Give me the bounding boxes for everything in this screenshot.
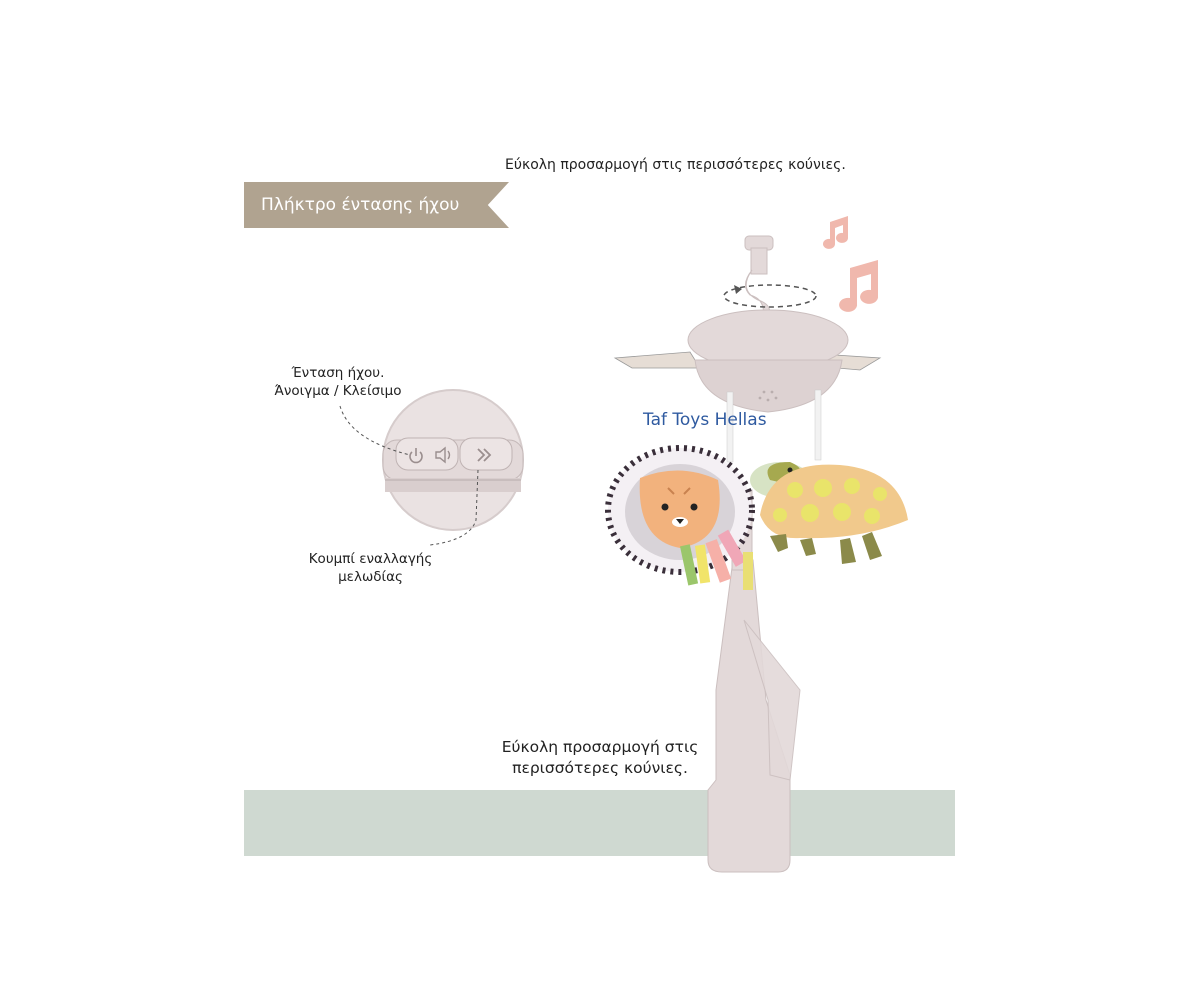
watermark: Taf Toys Hellas	[643, 410, 767, 430]
melody-label-line1: Κουμπί εναλλαγής	[308, 551, 433, 567]
music-note-icon	[823, 216, 879, 312]
volume-label-line1: Ένταση ήχου.	[291, 365, 385, 381]
power-icon	[409, 448, 423, 464]
speaker-icon	[435, 446, 451, 464]
volume-button-banner: Πλήκτρο έντασης ήχου	[244, 182, 509, 228]
turtle-toy	[750, 462, 908, 564]
melody-label-line2: μελωδίας	[338, 569, 403, 585]
melody-label: Κουμπί εναλλαγής μελωδίας	[298, 550, 443, 586]
volume-label-line2: Άνοιγμα / Κλείσιμο	[274, 383, 402, 399]
top-caption: Εύκολη προσαρμογή στις περισσότερες κούν…	[505, 157, 846, 173]
rotation-arrow	[723, 284, 817, 308]
mobile-body	[613, 309, 882, 463]
fast-forward-icon	[477, 448, 492, 462]
melody-leader-line	[429, 469, 479, 546]
bottom-caption-line1: Εύκολη προσαρμογή στις	[501, 738, 699, 756]
volume-label: Ένταση ήχου. Άνοιγμα / Κλείσιμο	[255, 364, 421, 400]
control-panel-closeup	[339, 389, 524, 546]
crib-rail	[244, 790, 955, 856]
volume-leader-line	[339, 405, 411, 456]
bottom-caption: Εύκολη προσαρμογή στις περισσότερες κούν…	[480, 737, 720, 779]
lion-toy	[605, 445, 755, 590]
bottom-caption-line2: περισσότερες κούνιες.	[512, 759, 688, 777]
rotating-hook	[744, 235, 774, 324]
